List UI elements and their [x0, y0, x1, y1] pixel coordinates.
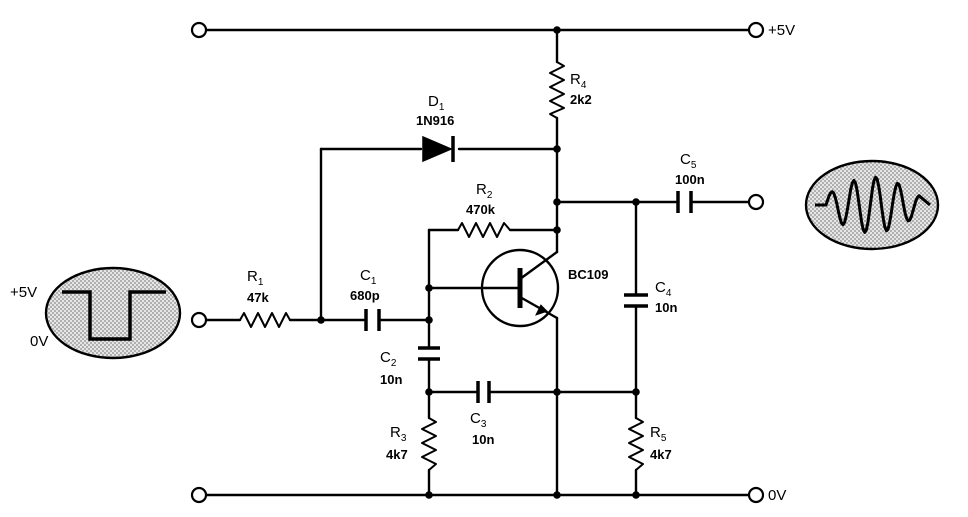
c2-value: 10n	[380, 372, 402, 387]
resistor-r3	[421, 417, 437, 471]
terminal-bottom-left	[190, 486, 208, 504]
c3-label: C3	[470, 410, 487, 430]
c5-label: C5	[680, 151, 697, 171]
terminal-output	[747, 193, 765, 211]
terminal-bottom-right	[747, 486, 765, 504]
c5-value: 100n	[675, 172, 705, 187]
r2-label: R2	[476, 181, 493, 201]
r5-value: 4k7	[650, 447, 672, 462]
r1-value: 47k	[247, 290, 269, 305]
ground-label: 0V	[768, 487, 786, 504]
resistor-r1	[239, 312, 291, 328]
capacitor-c5	[676, 191, 693, 213]
r1-label: R1	[247, 268, 264, 288]
junction-dots	[317, 26, 640, 499]
r2-value: 470k	[466, 202, 496, 217]
terminal-top-left	[190, 21, 208, 39]
d1-label: D1	[428, 93, 445, 113]
capacitor-c3	[476, 381, 491, 403]
terminal-input	[190, 311, 208, 329]
r5-label: R5	[650, 424, 667, 444]
r4-label: R4	[570, 71, 587, 91]
input-high-label: +5V	[10, 284, 37, 301]
transistor-label: BC109	[568, 267, 608, 282]
input-low-label: 0V	[30, 333, 48, 350]
r4-value: 2k2	[570, 92, 592, 107]
capacitor-c2	[418, 346, 440, 361]
c2-label: C2	[380, 349, 397, 369]
diode-d1	[422, 135, 455, 163]
terminal-top-right	[747, 21, 765, 39]
input-waveform-scope	[44, 266, 182, 360]
r3-value: 4k7	[386, 447, 408, 462]
resistor-r5	[628, 417, 644, 471]
r3-label: R3	[390, 424, 407, 444]
transistor-bc109	[480, 248, 560, 328]
c3-value: 10n	[472, 432, 494, 447]
c1-value: 680p	[350, 288, 380, 303]
capacitor-c4	[624, 293, 648, 308]
c1-label: C1	[360, 267, 377, 287]
c4-value: 10n	[655, 300, 677, 315]
resistor-r2	[457, 222, 511, 238]
d1-value: 1N916	[416, 113, 454, 128]
c4-label: C4	[655, 279, 672, 299]
supply-voltage-label: +5V	[768, 22, 795, 39]
resistor-r4	[549, 61, 565, 119]
capacitor-c1	[364, 309, 381, 331]
output-waveform-scope	[804, 159, 940, 251]
